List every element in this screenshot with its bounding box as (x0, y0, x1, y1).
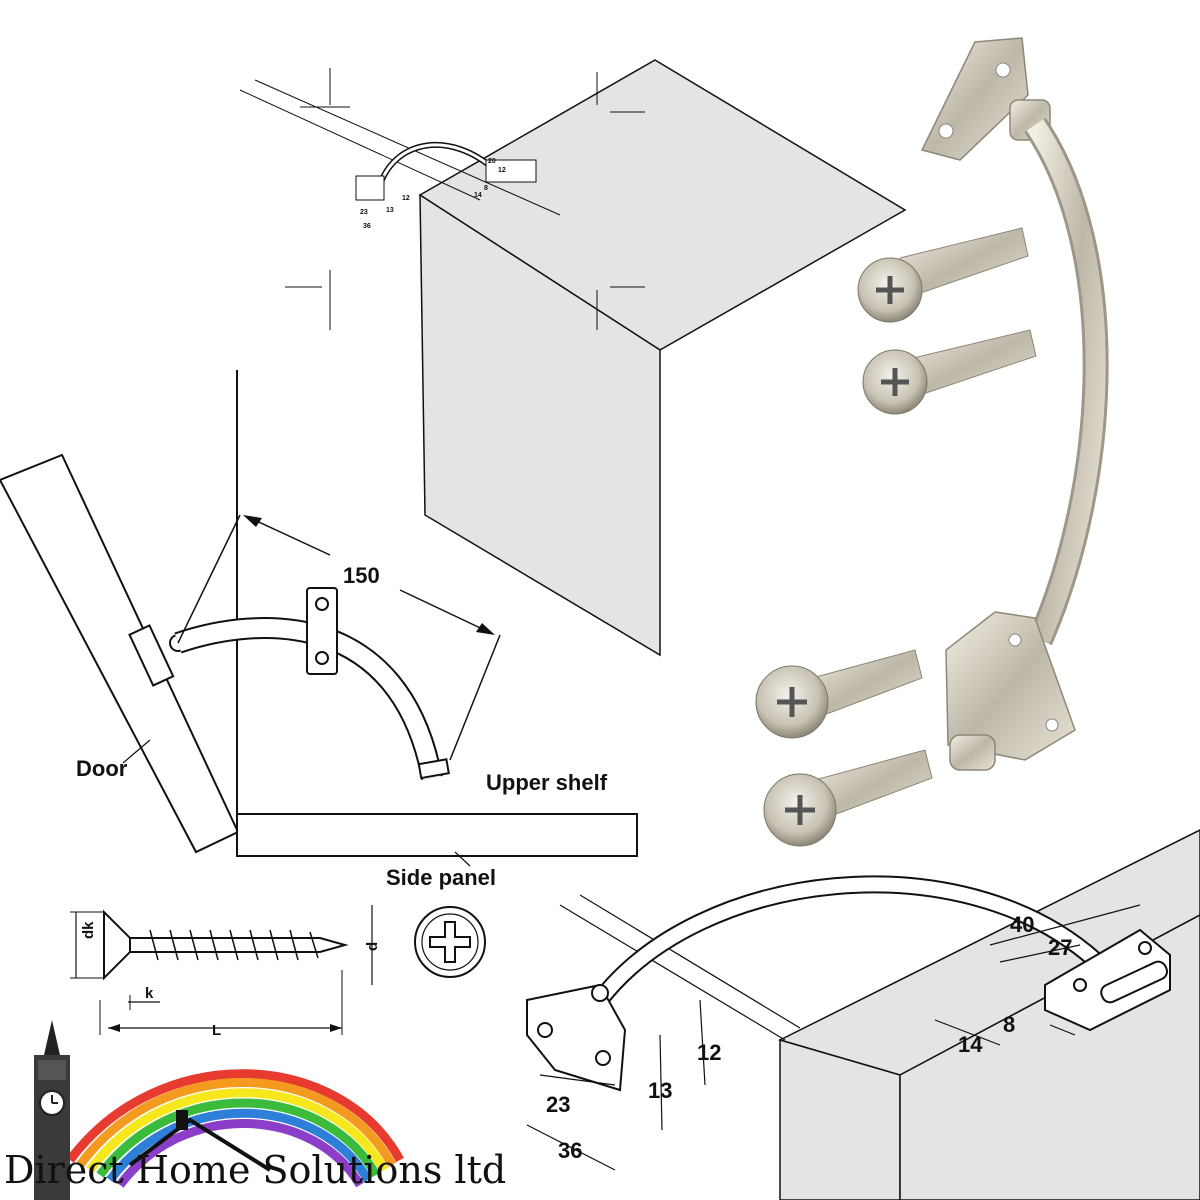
arm-reach-dimension: 150 (343, 563, 380, 588)
small-dim-20: 20 (488, 158, 496, 165)
screw-dimension-drawing: dk d k L (70, 905, 486, 1039)
company-logo (34, 1020, 404, 1200)
detail-dim-23: 23 (546, 1092, 570, 1117)
rainbow-icon (66, 1069, 404, 1188)
big-ben-clock-tower-icon (34, 1020, 70, 1200)
house-roof-icon (128, 1110, 272, 1172)
screw-1 (857, 227, 1029, 323)
side-panel-label: Side panel (386, 865, 496, 890)
detail-dim-14: 14 (958, 1032, 983, 1057)
door-panel (0, 453, 240, 854)
screw-dim-L: L (212, 1022, 221, 1039)
detail-dim-13: 13 (648, 1078, 672, 1103)
screw-dim-k: k (145, 985, 154, 1002)
upper-shelf-label: Upper shelf (486, 770, 608, 795)
brand-name: Direct Home Solutions ltd (4, 1148, 507, 1192)
small-dim-23: 23 (360, 209, 368, 216)
screw-3 (755, 649, 923, 739)
screw-dim-dk: dk (80, 921, 97, 939)
isometric-cabinet-view: 20 12 14 8 13 12 23 36 (239, 59, 907, 657)
detail-dim-12: 12 (697, 1040, 721, 1065)
detail-dim-36: 36 (558, 1138, 582, 1163)
screws-photo (755, 227, 1037, 847)
small-dim-13: 13 (386, 207, 394, 214)
door-label: Door (76, 756, 128, 781)
detail-dim-40: 40 (1010, 912, 1034, 937)
small-dim-12b: 12 (402, 195, 410, 202)
detail-cabinet-front (779, 1039, 901, 1200)
screw-4 (763, 749, 933, 847)
small-dim-8: 8 (484, 185, 488, 192)
upper-shelf-panel (236, 813, 638, 857)
screw-2 (862, 329, 1037, 415)
small-dim-36: 36 (363, 223, 371, 230)
stay-hinge-photo (920, 37, 1109, 771)
detail-dim-27: 27 (1048, 935, 1072, 960)
phillips-screw-head-icon (414, 906, 486, 978)
bracket-detail-drawing: 40 27 8 14 12 13 23 36 (526, 829, 1200, 1200)
small-dim-14: 14 (474, 192, 482, 199)
cabinet-side-panel (419, 193, 661, 657)
detail-dim-8: 8 (1003, 1012, 1015, 1037)
small-dim-12a: 12 (498, 167, 506, 174)
screw-dim-d: d (364, 942, 381, 951)
side-view-diagram: 150 Door Upper shelf Side panel (0, 370, 638, 890)
